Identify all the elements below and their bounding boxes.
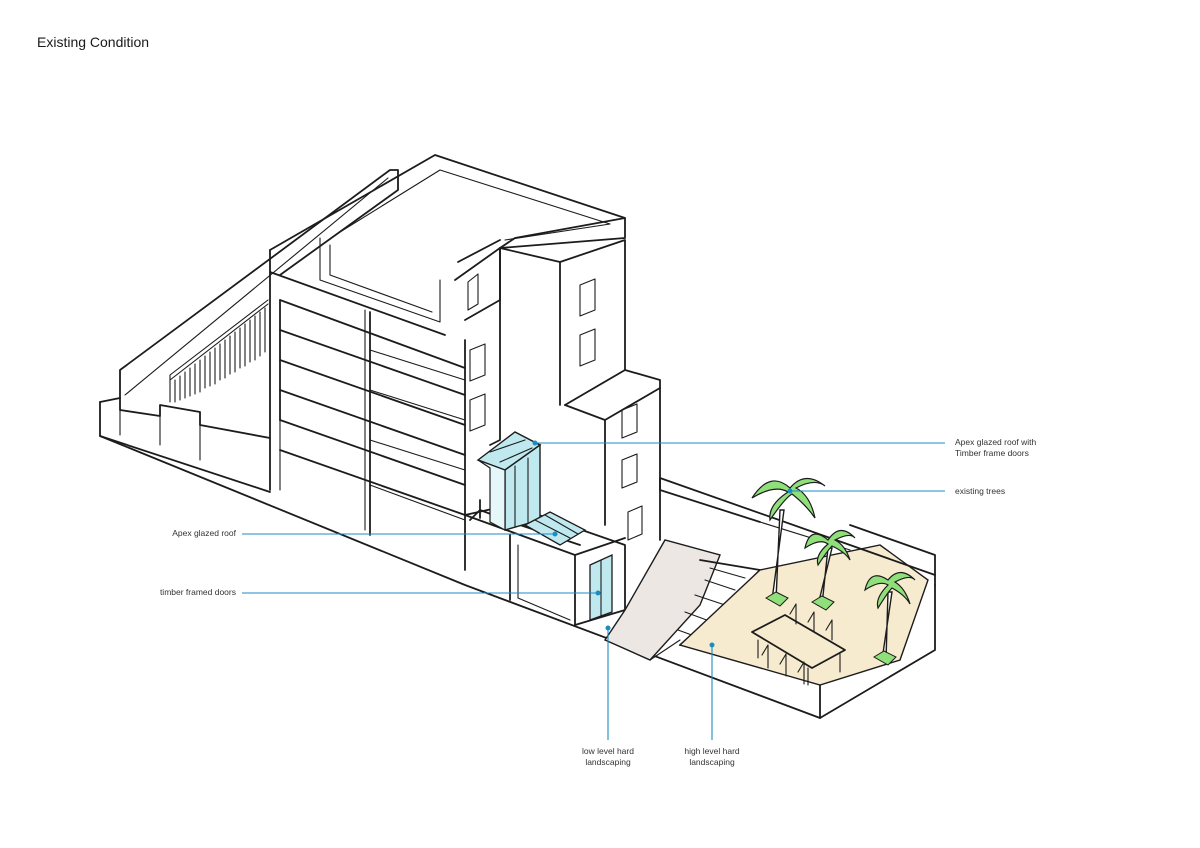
label-high-level: high level hard landscaping (684, 746, 740, 767)
main-building (269, 154, 661, 626)
label-low-level: low level hard landscaping (582, 746, 634, 767)
leader-dot (532, 440, 538, 446)
leader-dot (552, 531, 558, 537)
tree-2 (804, 529, 856, 611)
tree-3 (864, 571, 916, 666)
high-level-landscaping (659, 477, 936, 686)
leader-dot (595, 590, 601, 596)
low-level-landscaping (603, 539, 721, 661)
tree-1 (751, 477, 826, 607)
boundary-wall-left (119, 169, 399, 403)
label-apex-roof-doors: Apex glazed roof with Timber frame doors (955, 437, 1037, 458)
leader-dot (605, 625, 611, 631)
glazing (476, 431, 613, 621)
label-timber-doors: timber framed doors (159, 587, 236, 597)
dining-set (751, 603, 846, 686)
leader-dot (709, 642, 715, 648)
page-title: Existing Condition (37, 34, 150, 50)
annotation-leaders (242, 440, 945, 740)
leader-dot (787, 488, 793, 494)
label-existing-trees: existing trees (955, 486, 1006, 496)
label-apex-roof: Apex glazed roof (172, 528, 236, 538)
